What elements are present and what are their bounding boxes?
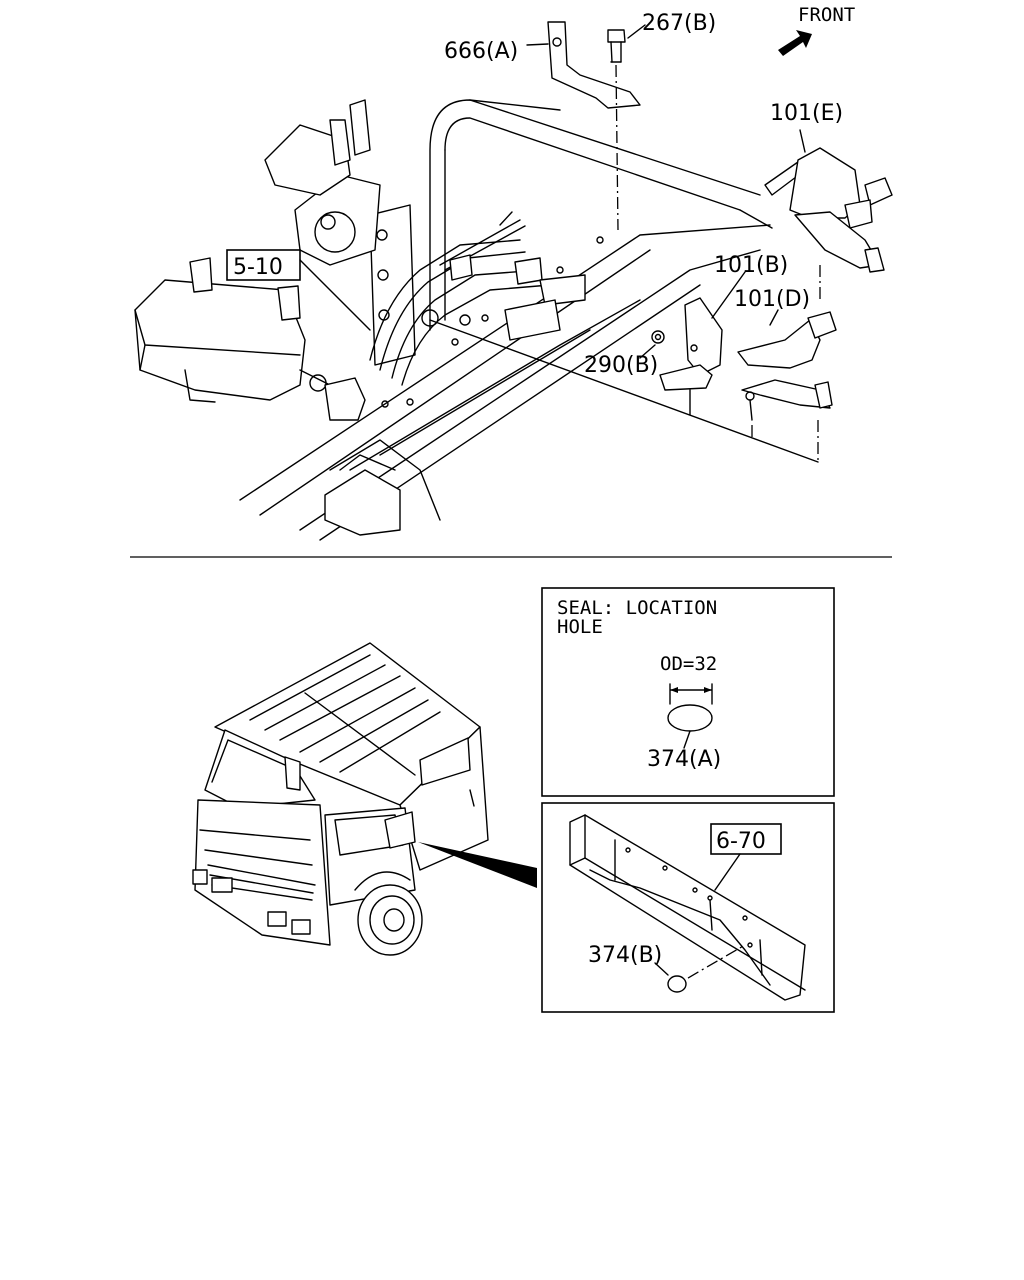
seal-title-line2: HOLE bbox=[557, 616, 603, 638]
part-267B: 267(B) bbox=[607, 11, 716, 231]
seal-plug-374B bbox=[667, 975, 687, 993]
callout-101E: 101(E) bbox=[770, 101, 843, 126]
seal-title-line1: SEAL: LOCATION bbox=[557, 597, 717, 619]
cross-member-panel: 6-70 374(B) bbox=[541, 802, 835, 1013]
assembly-leader-line bbox=[429, 319, 819, 463]
callout-101D: 101(D) bbox=[734, 287, 810, 312]
part-101B: 101(B) bbox=[659, 253, 788, 416]
front-direction-indicator: FRONT bbox=[778, 4, 855, 56]
part-101E: 101(E) bbox=[764, 101, 893, 300]
seal-plug-374A bbox=[667, 704, 713, 732]
front-label: FRONT bbox=[798, 4, 855, 26]
callout-6-70: 6-70 bbox=[716, 829, 766, 854]
truck-cab-illustration bbox=[192, 642, 537, 956]
part-290B: 290(B) bbox=[584, 330, 665, 378]
callout-374A: 374(A) bbox=[647, 747, 721, 772]
seal-dimension: OD=32 bbox=[660, 653, 717, 675]
callout-290B: 290(B) bbox=[584, 353, 658, 378]
reference-5-10: 5-10 bbox=[226, 249, 371, 331]
part-101D: 101(D) bbox=[734, 287, 837, 460]
front-arrow-icon bbox=[778, 30, 812, 56]
callout-666A: 666(A) bbox=[444, 39, 518, 64]
callout-267B: 267(B) bbox=[642, 11, 716, 36]
callout-101B: 101(B) bbox=[714, 253, 788, 278]
callout-374B: 374(B) bbox=[588, 943, 662, 968]
callout-5-10: 5-10 bbox=[233, 255, 283, 280]
part-666A: 666(A) bbox=[444, 21, 641, 109]
seal-location-panel: SEAL: LOCATION HOLE OD=32 374(A) bbox=[541, 587, 835, 797]
chassis-frame-assembly bbox=[134, 99, 773, 541]
